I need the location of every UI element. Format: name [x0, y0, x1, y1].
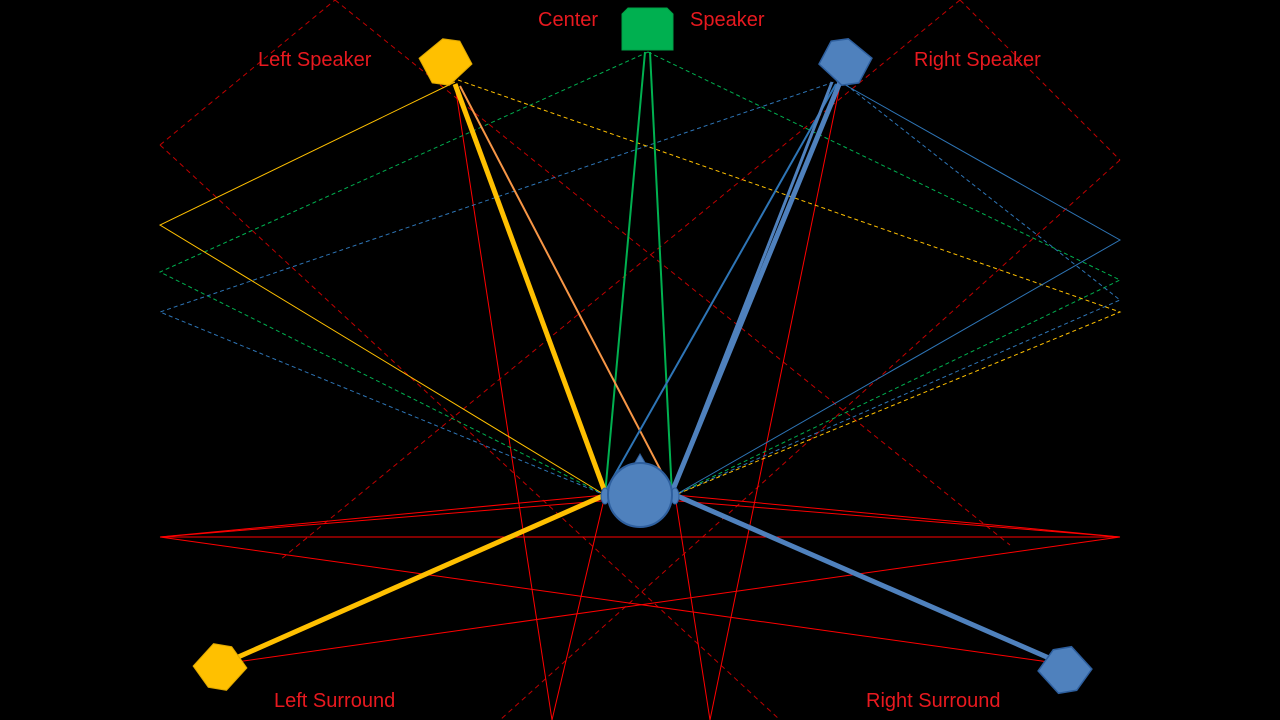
reflection-line [454, 84, 553, 720]
dashed-reflections [158, 51, 1122, 496]
left-surround-to-left-ear [218, 492, 607, 668]
left-to-right-ear [459, 85, 673, 493]
surround-direct-lines [218, 492, 1066, 668]
reflection-line [159, 536, 1071, 666]
reflection-line [674, 494, 1121, 538]
reflection-line [159, 494, 606, 538]
room-outline-left-long [334, 0, 1011, 546]
center-speaker-icon [621, 7, 674, 51]
listener-head-icon [600, 453, 680, 528]
center-to-left-ear [604, 51, 646, 496]
right-wall-reflection [674, 81, 1122, 496]
room-outline-left-top [159, 0, 336, 146]
center-direct-lines [604, 51, 673, 496]
reflection-lines [159, 84, 1121, 720]
right-surround-to-right-ear [674, 492, 1066, 668]
left-to-left-ear [452, 83, 608, 493]
left-wall-reflection [158, 81, 606, 496]
room-outline-left-diagonal [159, 144, 781, 720]
reflection-line [214, 536, 1121, 666]
right-to-right-ear-secondary [670, 81, 834, 493]
center-label-left: Center [538, 9, 599, 31]
reflection-line [709, 84, 841, 720]
left-surround-label: Left Surround [274, 690, 396, 712]
left-speaker-icon [418, 38, 473, 86]
right-surround-label: Right Surround [866, 690, 1001, 712]
center-to-right-ear [649, 51, 673, 496]
center-left-reflection [158, 51, 649, 496]
solid-reflections [158, 81, 1122, 496]
center-label-right: Speaker [690, 9, 765, 31]
right-speaker-icon [818, 38, 873, 86]
right-direct-lines [604, 81, 843, 493]
reflection-line [551, 494, 606, 720]
reflection-line [674, 494, 711, 720]
right-surround-speaker-icon [1037, 645, 1093, 695]
left-surround-speaker-icon [192, 643, 248, 691]
right-left-reflection [158, 79, 841, 496]
room-outline-right-long [279, 0, 961, 561]
right-right-reflection [674, 79, 1121, 496]
room-outline-right-top [959, 0, 1121, 161]
left-direct-lines [452, 83, 673, 493]
right-speaker-label: Right Speaker [914, 49, 1041, 71]
left-right-reflection [457, 79, 1122, 496]
right-to-left-ear [604, 83, 837, 493]
left-speaker-label: Left Speaker [258, 49, 372, 71]
